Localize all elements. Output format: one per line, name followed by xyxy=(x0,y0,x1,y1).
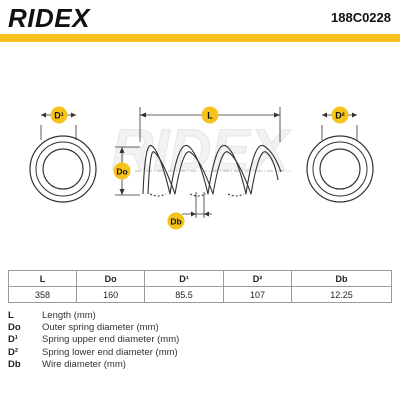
lower-end-label: D² xyxy=(335,111,345,121)
outer-diameter-dimension: Do xyxy=(113,146,140,196)
length-dimension: L xyxy=(139,106,281,142)
legend-text: Outer spring diameter (mm) xyxy=(42,321,159,333)
legend-key: D² xyxy=(8,346,19,358)
spec-table: L Do D¹ D² Db 358 160 85.5 107 12.25 xyxy=(7,270,392,303)
legend-key: L xyxy=(8,309,14,321)
spec-header-do: Do xyxy=(76,270,146,287)
spec-value-db: 12.25 xyxy=(291,286,392,303)
legend-item: Db Wire diameter (mm) xyxy=(8,358,179,370)
length-badge xyxy=(201,106,219,124)
legend-item: D² Spring lower end diameter (mm) xyxy=(8,346,179,358)
wire-diameter-badge xyxy=(167,212,185,230)
outer-diameter-label: Do xyxy=(116,167,127,177)
wire-diameter-dimension: Db xyxy=(167,192,212,230)
legend-item: D¹ Spring upper end diameter (mm) xyxy=(8,334,179,346)
wire-diameter-label: Db xyxy=(170,217,181,227)
spec-value-row: 358 160 85.5 107 12.25 xyxy=(7,286,392,303)
legend-item: Do Outer spring diameter (mm) xyxy=(8,321,179,333)
spec-value-do: 160 xyxy=(76,286,146,303)
legend-key: Do xyxy=(8,321,21,333)
legend-item: L Length (mm) xyxy=(8,309,179,321)
spec-value-d2: 107 xyxy=(222,286,293,303)
accent-bar xyxy=(0,34,400,42)
legend-text: Length (mm) xyxy=(42,309,96,321)
spring-drawing: RIDEX D¹ D² xyxy=(0,80,400,250)
spec-header-d2: D² xyxy=(222,270,293,287)
spring-side-view xyxy=(135,144,290,197)
upper-end-view: D¹ xyxy=(29,106,97,203)
legend-key: D¹ xyxy=(8,334,19,346)
header: RIDEX 188C0228 xyxy=(0,0,400,34)
upper-end-label: D¹ xyxy=(54,111,64,121)
upper-end-badge xyxy=(50,106,68,124)
brand-logo: RIDEX xyxy=(8,3,90,33)
spec-header-d1: D¹ xyxy=(144,270,224,287)
legend-text: Spring upper end diameter (mm) xyxy=(42,334,180,346)
spec-header-l: L xyxy=(7,270,78,287)
lower-end-view: D² xyxy=(306,106,374,203)
spec-header-db: Db xyxy=(291,270,392,287)
legend-key: Db xyxy=(8,358,21,370)
spec-header-row: L Do D¹ D² Db xyxy=(7,270,392,287)
spec-value-l: 358 xyxy=(7,286,78,303)
lower-end-badge xyxy=(331,106,349,124)
part-number: 188C0228 xyxy=(331,10,391,25)
legend-text: Spring lower end diameter (mm) xyxy=(42,346,178,358)
legend: L Length (mm) Do Outer spring diameter (… xyxy=(8,309,179,370)
outer-diameter-badge xyxy=(113,162,131,180)
legend-text: Wire diameter (mm) xyxy=(42,358,126,370)
spec-value-d1: 85.5 xyxy=(144,286,224,303)
length-label: L xyxy=(207,111,213,121)
watermark: RIDEX xyxy=(111,118,292,183)
spring-diagram: RIDEX D¹ D² xyxy=(29,106,374,230)
